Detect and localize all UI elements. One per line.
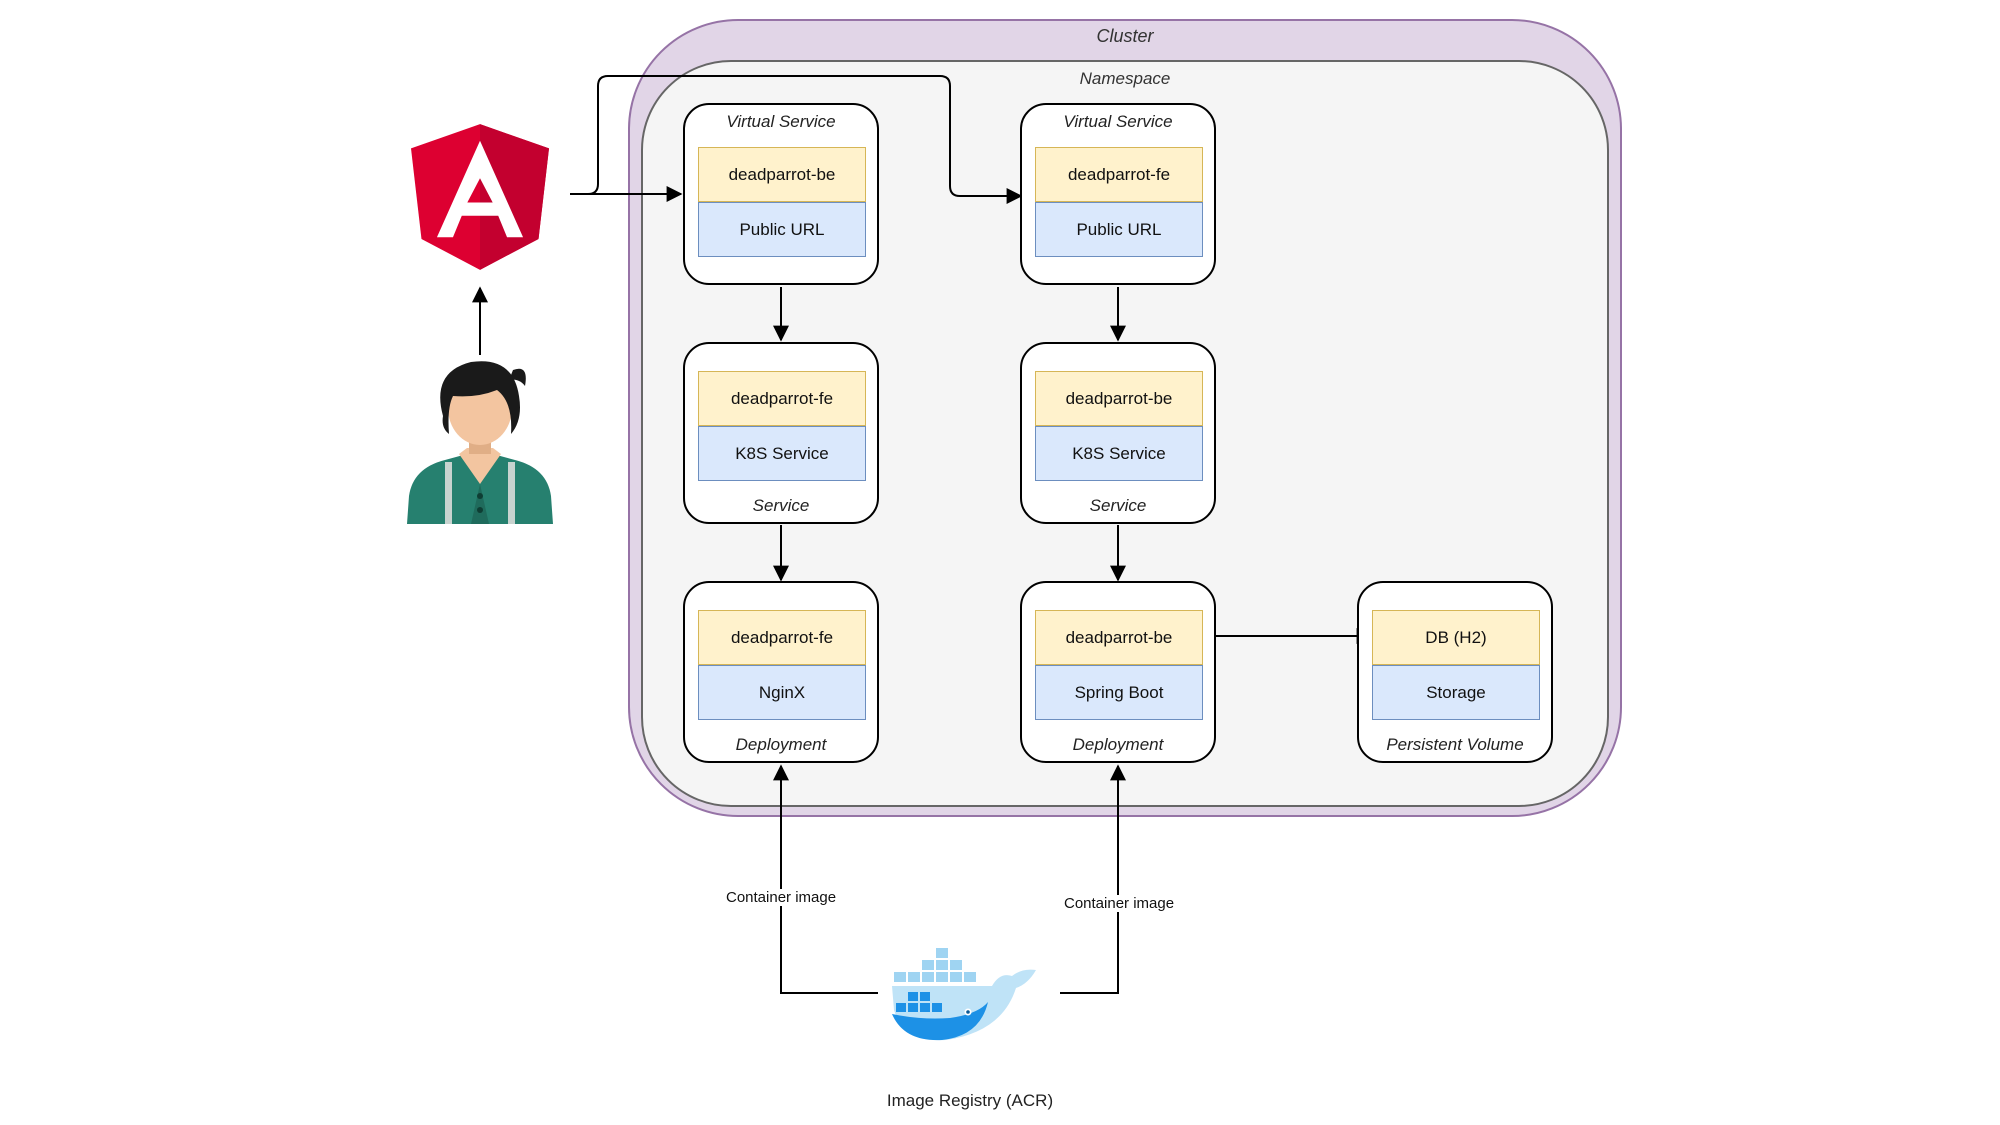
edge-registry-to-dep-fe xyxy=(773,764,878,994)
card-caption: Deployment xyxy=(735,735,827,754)
card-name-band: deadparrot-be xyxy=(698,147,866,202)
card-kind-band: NginX xyxy=(698,665,866,720)
docker-whale-icon xyxy=(892,948,1036,1041)
card-caption: Virtual Service xyxy=(1063,112,1173,131)
card-caption: Virtual Service xyxy=(726,112,836,131)
deployment-be-card: deadparrot-be Spring Boot Deployment xyxy=(1020,581,1216,763)
card-name-band: deadparrot-fe xyxy=(1035,147,1203,202)
card-name-band: deadparrot-be xyxy=(1035,371,1203,426)
edge-label-container-image: Container image xyxy=(724,889,839,906)
cluster-title: Cluster xyxy=(1096,26,1154,46)
edge-registry-to-dep-be xyxy=(1060,764,1126,994)
card-kind-band: K8S Service xyxy=(1035,426,1203,481)
card-caption: Deployment xyxy=(1072,735,1164,754)
card-kind-band: Storage xyxy=(1372,665,1540,720)
card-kind-band: Spring Boot xyxy=(1035,665,1203,720)
card-caption: Persistent Volume xyxy=(1386,735,1524,754)
angular-logo-icon xyxy=(411,124,549,270)
edge-label-container-image: Container image xyxy=(1062,895,1177,912)
card-name-band: deadparrot-be xyxy=(1035,610,1203,665)
card-name-band: deadparrot-fe xyxy=(698,371,866,426)
deployment-fe-card: deadparrot-fe NginX Deployment xyxy=(683,581,879,763)
persistent-volume-card: DB (H2) Storage Persistent Volume xyxy=(1357,581,1553,763)
card-caption: Service xyxy=(1089,496,1147,515)
service-fe-card: deadparrot-fe K8S Service Service xyxy=(683,342,879,524)
card-kind-band: K8S Service xyxy=(698,426,866,481)
card-kind-band: Public URL xyxy=(1035,202,1203,257)
card-kind-band: Public URL xyxy=(698,202,866,257)
card-name-band: DB (H2) xyxy=(1372,610,1540,665)
image-registry-label: Image Registry (ACR) xyxy=(886,1091,1054,1110)
virtual-service-fe-card: Virtual Service deadparrot-fe Public URL xyxy=(1020,103,1216,285)
virtual-service-be-card: Virtual Service deadparrot-be Public URL xyxy=(683,103,879,285)
namespace-title: Namespace xyxy=(1079,69,1171,88)
edge-frontend-to-vs-fe xyxy=(570,75,1023,204)
card-name-band: deadparrot-fe xyxy=(698,610,866,665)
card-caption: Service xyxy=(752,496,810,515)
service-be-card: deadparrot-be K8S Service Service xyxy=(1020,342,1216,524)
user-avatar-icon xyxy=(407,361,553,524)
